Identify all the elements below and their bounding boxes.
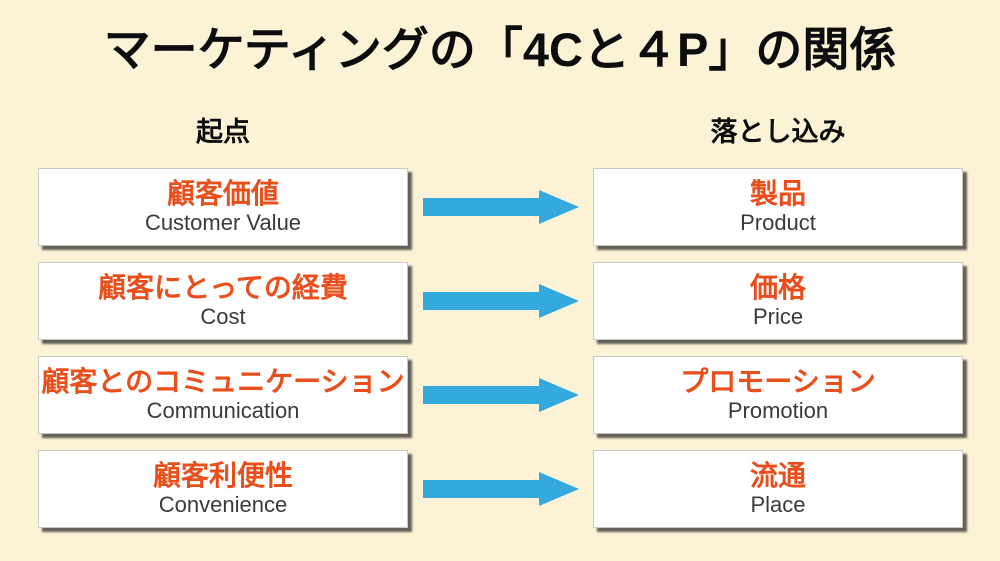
arrow-cell	[408, 450, 593, 528]
diagram-row-communication: 顧客とのコミュニケーション Communication プロモーション Prom…	[38, 356, 963, 434]
box-label-jp: 流通	[749, 460, 806, 492]
right-arrow-icon	[422, 378, 579, 412]
box-4p-product: 製品 Product	[593, 168, 963, 246]
left-column-header: 起点	[196, 117, 250, 147]
arrow-cell	[408, 356, 593, 434]
box-label-en: Communication	[146, 398, 300, 424]
box-label-jp: 顧客にとっての経費	[98, 272, 348, 304]
box-label-jp: 顧客価値	[166, 178, 279, 210]
box-label-jp: 顧客とのコミュニケーション	[41, 366, 405, 398]
box-label-en: Place	[750, 492, 806, 518]
arrow-cell	[408, 168, 593, 246]
right-column-header: 落とし込み	[710, 117, 846, 147]
box-label-en: Cost	[200, 304, 246, 330]
box-label-en: Customer Value	[144, 210, 302, 236]
box-4c-customer-value: 顧客価値 Customer Value	[38, 168, 408, 246]
diagram-rows: 顧客価値 Customer Value 製品 Product 顧客にとっての経費…	[38, 168, 963, 528]
box-label-en: Price	[752, 304, 804, 330]
column-headers: 起点 落とし込み	[0, 110, 1000, 154]
diagram-row-customer-value: 顧客価値 Customer Value 製品 Product	[38, 168, 963, 246]
box-4p-price: 価格 Price	[593, 262, 963, 340]
page-title: マーケティングの「4Cと４P」の関係	[103, 23, 897, 76]
box-label-jp: 製品	[749, 178, 806, 210]
box-4c-convenience: 顧客利便性 Convenience	[38, 450, 408, 528]
box-4p-promotion: プロモーション Promotion	[593, 356, 963, 434]
box-label-en: Product	[740, 210, 816, 236]
box-label-jp: 顧客利便性	[152, 460, 293, 492]
box-label-jp: プロモーション	[680, 366, 876, 398]
right-arrow-icon	[422, 190, 579, 224]
right-arrow-icon	[422, 472, 579, 506]
box-label-en: Convenience	[158, 492, 288, 518]
box-label-en: Promotion	[727, 398, 829, 424]
box-4c-communication: 顧客とのコミュニケーション Communication	[38, 356, 408, 434]
diagram-row-convenience: 顧客利便性 Convenience 流通 Place	[38, 450, 963, 528]
box-label-jp: 価格	[749, 272, 806, 304]
arrow-cell	[408, 262, 593, 340]
right-arrow-icon	[422, 284, 579, 318]
box-4p-place: 流通 Place	[593, 450, 963, 528]
box-4c-cost: 顧客にとっての経費 Cost	[38, 262, 408, 340]
diagram-row-cost: 顧客にとっての経費 Cost 価格 Price	[38, 262, 963, 340]
